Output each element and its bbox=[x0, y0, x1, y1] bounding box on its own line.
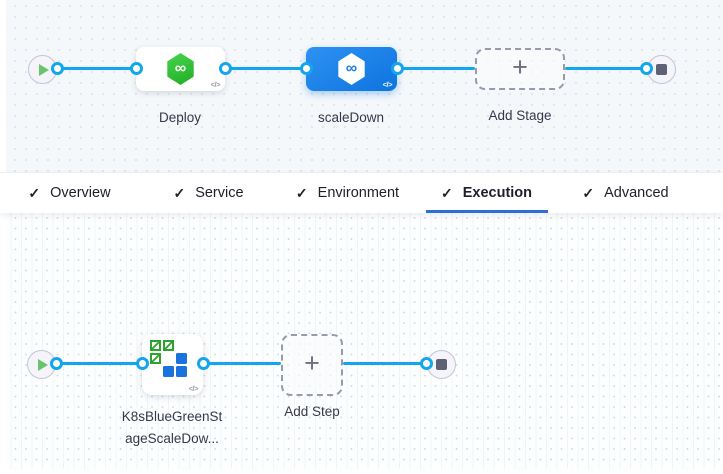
code-icon: </> bbox=[382, 80, 393, 89]
stage-node-scaledown[interactable]: ∞ </> bbox=[306, 47, 397, 91]
step-label: K8sBlueGreenSt ageScaleDow... bbox=[121, 409, 223, 446]
connector-point bbox=[219, 62, 232, 75]
connector-line bbox=[343, 362, 427, 365]
tab-service[interactable]: ✓ Service bbox=[173, 184, 244, 202]
deployment-stage-icon: ∞ bbox=[338, 53, 365, 85]
add-stage-button[interactable]: + bbox=[475, 48, 565, 90]
connector-line bbox=[397, 67, 475, 70]
left-panel-edge bbox=[0, 0, 6, 474]
play-icon bbox=[38, 358, 48, 371]
connector-point bbox=[300, 62, 313, 75]
execution-graph-canvas bbox=[0, 213, 723, 474]
tab-execution[interactable]: ✓ Execution bbox=[417, 173, 556, 213]
connector-point bbox=[197, 357, 210, 370]
pipeline-start-node bbox=[28, 55, 57, 84]
add-step-label: Add Step bbox=[284, 404, 340, 419]
deployment-stage-icon: ∞ bbox=[167, 53, 194, 85]
tab-advanced[interactable]: ✓ Advanced bbox=[582, 184, 669, 202]
tab-overview[interactable]: ✓ Overview bbox=[28, 184, 111, 202]
check-icon: ✓ bbox=[440, 184, 453, 201]
plus-icon: + bbox=[304, 348, 320, 378]
check-icon: ✓ bbox=[28, 184, 41, 201]
connector-line bbox=[565, 67, 647, 70]
connector-line bbox=[48, 67, 136, 70]
active-tab-underline bbox=[425, 210, 548, 213]
infinity-glyph: ∞ bbox=[174, 60, 187, 77]
connector-point bbox=[130, 62, 143, 75]
k8s-blue-green-scale-down-icon bbox=[150, 340, 188, 378]
connector-point bbox=[51, 62, 64, 75]
connector-point bbox=[640, 62, 653, 75]
connector-line bbox=[203, 362, 281, 365]
code-icon: </> bbox=[210, 80, 221, 89]
check-icon: ✓ bbox=[295, 184, 308, 201]
stop-icon bbox=[436, 359, 447, 370]
stage-label-scaledown: scaleDown bbox=[317, 110, 385, 125]
add-step-button[interactable]: + bbox=[281, 334, 343, 396]
connector-point bbox=[136, 357, 149, 370]
check-icon: ✓ bbox=[173, 184, 186, 201]
check-icon: ✓ bbox=[582, 184, 595, 201]
connector-point bbox=[420, 357, 433, 370]
connector-point bbox=[50, 357, 63, 370]
code-icon: </> bbox=[188, 384, 199, 393]
add-stage-label: Add Stage bbox=[488, 108, 552, 123]
step-node-k8s-bluegreen-scaledown[interactable]: </> bbox=[142, 334, 203, 395]
bottom-scroll-track bbox=[0, 469, 723, 474]
stage-label-deploy: Deploy bbox=[158, 110, 202, 125]
tab-environment[interactable]: ✓ Environment bbox=[295, 184, 400, 202]
stage-node-deploy[interactable]: ∞ </> bbox=[136, 47, 225, 91]
stop-icon bbox=[656, 64, 667, 75]
connector-line bbox=[225, 67, 306, 70]
play-icon bbox=[39, 63, 49, 76]
plus-icon: + bbox=[512, 52, 528, 82]
stage-graph-canvas: ∞ </> Deploy ∞ </> scaleDown + Add Stage bbox=[0, 0, 723, 172]
stage-config-tabbar: ✓ Overview ✓ Service ✓ Environment ✓ Exe… bbox=[0, 172, 723, 213]
infinity-glyph: ∞ bbox=[345, 60, 358, 77]
connector-point bbox=[391, 62, 404, 75]
connector-line bbox=[41, 362, 142, 365]
